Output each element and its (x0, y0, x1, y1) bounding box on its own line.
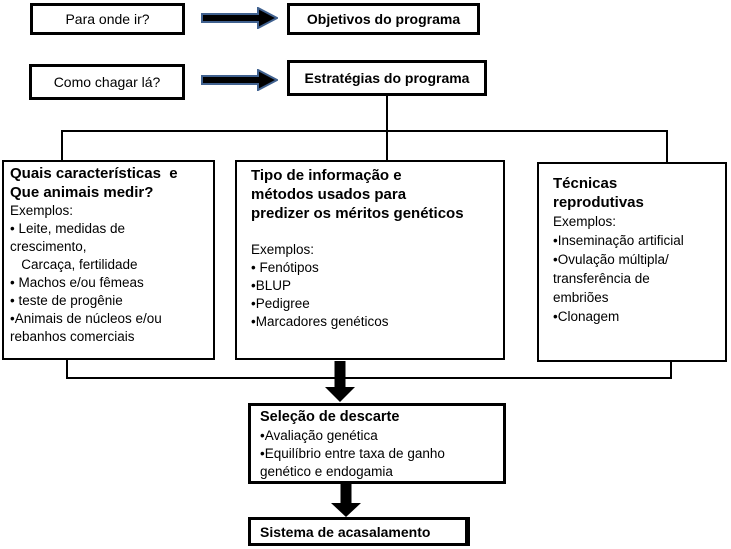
arrow-down-icon (325, 361, 355, 402)
title-line: Tipo de informação e (251, 167, 402, 184)
arrow-down-icon (331, 484, 361, 517)
list-item: Exemplos: (251, 242, 315, 257)
list-item: •Avaliação genética (260, 428, 378, 443)
connector-right-down-stub (670, 362, 672, 378)
box-tipo-informacao-title: Tipo de informação e métodos usados para… (251, 166, 497, 223)
list-item: Exemplos: (553, 214, 617, 229)
title-line: Técnicas (553, 175, 618, 192)
list-item: • Leite, medidas de (10, 221, 126, 236)
list-item: genético e endogamia (260, 464, 393, 479)
connector-branch-right-drop (666, 132, 668, 162)
connector-branch-middle-drop (386, 132, 388, 160)
box-caracteristicas-body: Exemplos: • Leite, medidas de cresciment… (10, 202, 209, 346)
box-sistema-acasalamento: Sistema de acasalamento (248, 517, 470, 546)
list-item: transferência de (553, 271, 650, 286)
list-item: embriões (553, 290, 609, 305)
list-item: •Pedigree (251, 296, 310, 311)
title-line: reprodutivas (553, 194, 644, 211)
box-estrategias-programa-label: Estratégias do programa (304, 70, 470, 86)
list-item: •Ovulação múltipla/ (553, 252, 669, 267)
list-item: • Machos e/ou fêmeas (10, 275, 144, 290)
box-tecnicas-reprodutivas-title: Técnicas reprodutivas (553, 174, 721, 212)
title-line: Quais características e (10, 165, 178, 182)
arrow-right-icon (201, 69, 278, 91)
box-como-chagar-la-label: Como chagar lá? (53, 74, 161, 90)
box-caracteristicas: Quais características e Que animais medi… (2, 160, 215, 360)
list-item: •Equilíbrio entre taxa de ganho (260, 446, 445, 461)
box-como-chagar-la: Como chagar lá? (29, 64, 185, 100)
connector-estrategias-stem (386, 96, 388, 132)
box-sistema-acasalamento-label: Sistema de acasalamento (260, 523, 431, 540)
list-item: Exemplos: (10, 203, 74, 218)
box-selecao-descarte-body: •Avaliação genética •Equilíbrio entre ta… (260, 427, 495, 481)
box-tipo-informacao-body: Exemplos: • Fenótipos •BLUP •Pedigree •M… (251, 241, 497, 331)
connector-left-down-stub (66, 360, 68, 378)
box-tecnicas-reprodutivas: Técnicas reprodutivas Exemplos: •Insemin… (537, 162, 727, 362)
list-item: rebanhos comerciais (10, 329, 135, 344)
box-para-onde-ir: Para onde ir? (30, 3, 185, 35)
list-item: •BLUP (251, 278, 291, 293)
connector-branch-horizontal (61, 130, 668, 132)
title-line: Que animais medir? (10, 184, 154, 201)
box-selecao-descarte: Seleção de descarte •Avaliação genética … (248, 403, 506, 484)
list-item: •Marcadores genéticos (251, 314, 389, 329)
list-item: • teste de progênie (10, 293, 123, 308)
connector-converge-horizontal (66, 377, 672, 379)
connector-branch-left-drop (61, 132, 63, 160)
list-item: crescimento, (10, 239, 87, 254)
box-objetivos-programa-label: Objetivos do programa (306, 11, 461, 27)
list-item: •Clonagem (553, 309, 620, 324)
box-para-onde-ir-label: Para onde ir? (65, 11, 150, 27)
title-line: métodos usados para (251, 186, 407, 203)
box-tipo-informacao: Tipo de informação e métodos usados para… (235, 160, 505, 360)
list-item: •Inseminação artificial (553, 233, 684, 248)
list-item: • Fenótipos (251, 260, 319, 275)
box-caracteristicas-title: Quais características e Que animais medi… (10, 164, 209, 202)
box-tecnicas-reprodutivas-body: Exemplos: •Inseminação artificial •Ovula… (553, 212, 721, 326)
list-item: •Animais de núcleos e/ou (10, 311, 162, 326)
box-selecao-descarte-title: Seleção de descarte (260, 409, 400, 425)
box-objetivos-programa: Objetivos do programa (287, 3, 480, 35)
title-line: predizer os méritos genéticos (251, 205, 464, 222)
arrow-right-icon (201, 7, 278, 29)
list-item: Carcaça, fertilidade (10, 257, 138, 272)
box-estrategias-programa: Estratégias do programa (287, 60, 487, 96)
